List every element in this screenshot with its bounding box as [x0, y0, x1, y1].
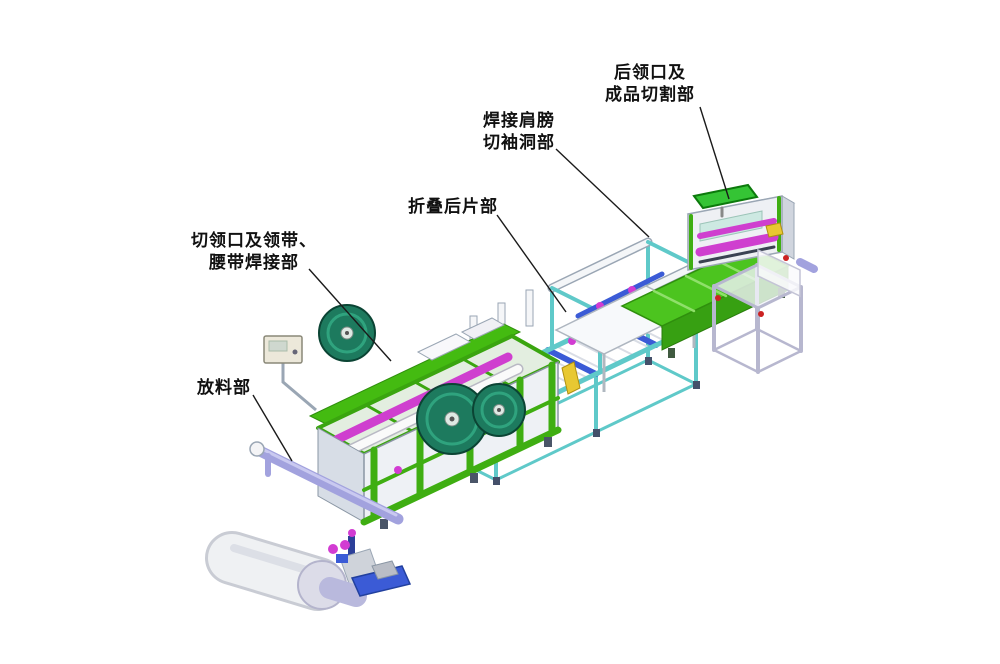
callout-back-folding: 折叠后片部 [407, 196, 499, 218]
magenta-roller [697, 218, 777, 239]
green-screen [692, 183, 759, 210]
callout-collar-welding: 切领口及领带、 腰带焊接部 [190, 230, 318, 274]
leader-shoulder-welding [555, 148, 650, 238]
callout-text-line: 焊接肩膀 [483, 111, 555, 130]
disc [472, 383, 526, 437]
leader-feeding [252, 394, 293, 462]
leader-lines [252, 106, 730, 462]
control-panel [263, 335, 317, 412]
leader-folding [496, 214, 567, 313]
outfeed-table [712, 248, 818, 374]
callout-feeding: 放料部 [194, 377, 254, 399]
magenta-roller [331, 352, 513, 445]
callout-text-line: 成品切割部 [605, 85, 695, 104]
unwind-rail [256, 446, 404, 525]
callout-text-line: 折叠后片部 [408, 197, 498, 216]
disc [416, 383, 488, 455]
leader-product-cutting [699, 106, 730, 200]
feeding-section [205, 441, 412, 611]
disc [318, 304, 376, 362]
callout-text-line: 切领口及领带、 [191, 231, 317, 250]
callout-rear-collar-cutting: 后领口及 成品切割部 [592, 62, 708, 106]
callout-shoulder-welding: 焊接肩膀 切袖洞部 [474, 110, 564, 154]
callout-text-line: 腰带焊接部 [209, 253, 299, 272]
leader-collar-welding [308, 268, 392, 362]
yellow-guard [561, 361, 581, 395]
fabric-discs [318, 304, 526, 455]
callout-text-line: 放料部 [197, 378, 251, 397]
callout-text-line: 切袖洞部 [483, 133, 555, 152]
callout-text-line: 后领口及 [614, 63, 686, 82]
